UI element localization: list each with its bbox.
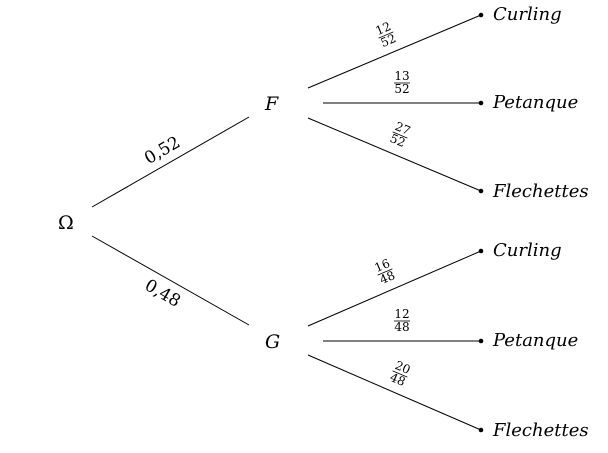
fraction-bar xyxy=(392,131,408,139)
fraction-denominator: 52 xyxy=(379,31,399,50)
fraction-numerator: 16 xyxy=(372,256,392,275)
fraction-numerator: 13 xyxy=(394,69,409,83)
fraction-bar xyxy=(378,31,394,39)
probability-G: 0,48 xyxy=(141,276,184,312)
fraction-numerator: 20 xyxy=(393,358,413,377)
leaf-G-curling: Curling xyxy=(493,240,562,261)
fraction-denominator: 48 xyxy=(378,268,398,287)
fraction-bar xyxy=(392,370,408,378)
leaf-G-flechettes: Flechettes xyxy=(492,420,589,441)
probability-F: 0,52 xyxy=(141,133,184,169)
fraction-F-curling: 12 52 xyxy=(373,19,398,50)
leaf-F-flechettes: Flechettes xyxy=(492,181,589,202)
edge-G-curling xyxy=(307,250,482,327)
edge-F-curling xyxy=(307,14,482,89)
leaf-dot xyxy=(478,12,484,18)
leaf-dot xyxy=(478,100,484,106)
root-node-omega: Ω xyxy=(58,212,74,234)
fraction-numerator: 12 xyxy=(373,19,393,38)
edge-root-F xyxy=(91,116,250,208)
fraction-denominator: 48 xyxy=(388,370,408,389)
fraction-F-flechettes: 27 52 xyxy=(388,119,413,150)
leaf-F-curling: Curling xyxy=(493,4,562,25)
fraction-denominator: 52 xyxy=(394,82,409,96)
leaf-dot xyxy=(478,427,484,433)
fraction-numerator: 12 xyxy=(394,307,409,321)
fraction-F-petanque: 13 52 xyxy=(394,69,410,96)
fraction-G-petanque: 12 48 xyxy=(394,307,410,334)
fraction-G-flechettes: 20 48 xyxy=(388,358,413,389)
leaf-dot xyxy=(478,248,484,254)
fraction-bar xyxy=(377,268,393,276)
edge-G-flechettes xyxy=(307,354,482,431)
leaf-dot xyxy=(478,338,484,344)
node-F: F xyxy=(264,93,279,115)
edge-root-G xyxy=(91,235,250,326)
leaf-F-petanque: Petanque xyxy=(492,92,578,113)
node-G: G xyxy=(265,331,280,353)
leaf-G-petanque: Petanque xyxy=(492,330,578,351)
fraction-numerator: 27 xyxy=(393,119,413,138)
fraction-G-curling: 16 48 xyxy=(372,256,397,287)
edge-F-flechettes xyxy=(307,117,482,192)
fraction-denominator: 48 xyxy=(394,320,409,334)
fraction-denominator: 52 xyxy=(388,131,408,150)
leaf-dot xyxy=(478,188,484,194)
